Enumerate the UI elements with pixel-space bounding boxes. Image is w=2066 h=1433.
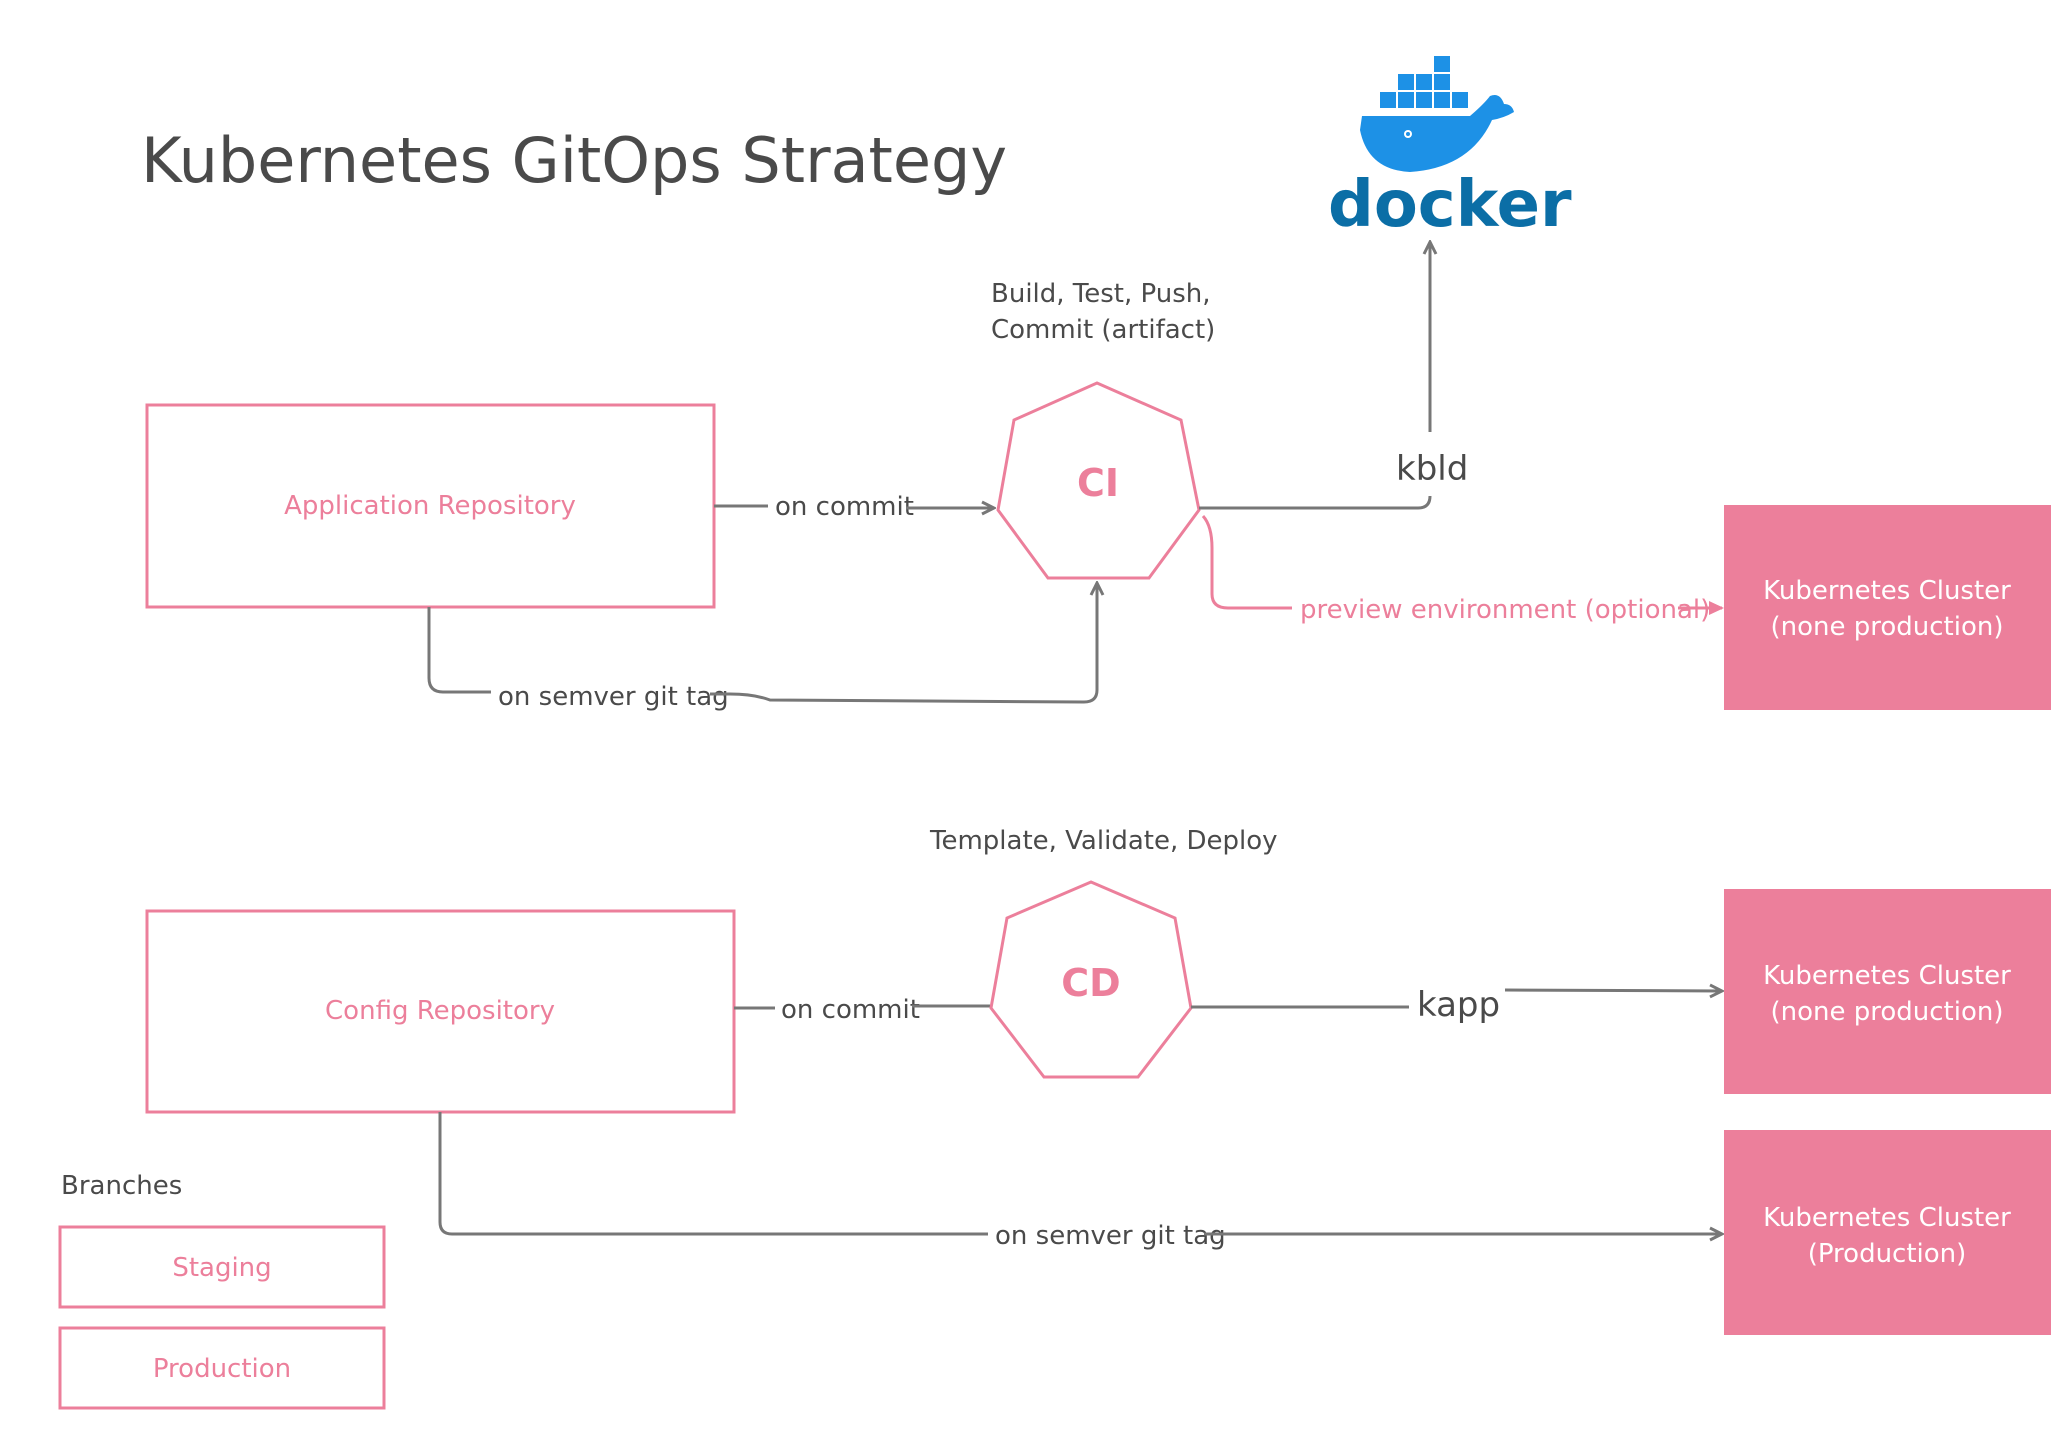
branch-production[interactable] <box>58 1326 386 1410</box>
application-repository-label: Application Repository <box>284 491 576 521</box>
branch-staging[interactable] <box>58 1225 386 1309</box>
ci-cluster-line2: (none production) <box>1770 612 2003 642</box>
ci-on-commit-label: on commit <box>775 492 914 522</box>
kbld-line <box>1199 495 1432 510</box>
cd-on-commit-label: on commit <box>781 995 920 1025</box>
ci-node-label: CI <box>1077 461 1119 505</box>
ci-note-line2: Commit (artifact) <box>991 315 1215 345</box>
kbld-label: kbld <box>1396 449 1468 489</box>
cd-cluster-production[interactable] <box>1724 1130 2051 1335</box>
config-repository-label: Config Repository <box>325 996 555 1026</box>
docker-wordmark: docker <box>1328 168 1572 242</box>
cd-node-label: CD <box>1061 961 1120 1005</box>
cd-cluster-none-production[interactable] <box>1724 889 2051 1094</box>
preview-line <box>1201 514 1292 610</box>
ci-tag-line-a <box>427 607 491 694</box>
config-repository-box[interactable] <box>145 909 736 1114</box>
ci-node[interactable] <box>996 381 1201 580</box>
preview-label: preview environment (optional) <box>1300 595 1710 625</box>
branches-heading: Branches <box>61 1171 182 1201</box>
ci-tag-arrow <box>710 583 1097 704</box>
kapp-arrow <box>1504 990 1722 991</box>
page-title: Kubernetes GitOps Strategy <box>141 124 1007 197</box>
cd-cluster-p-line2: (Production) <box>1808 1239 1967 1269</box>
docker-whale-icon <box>1360 56 1514 172</box>
branch-staging-label: Staging <box>172 1253 271 1283</box>
cd-cluster-np-line1: Kubernetes Cluster <box>1763 961 2011 991</box>
ci-cluster-none-production[interactable] <box>1724 505 2051 710</box>
branch-production-label: Production <box>153 1354 291 1384</box>
kapp-label: kapp <box>1417 985 1500 1025</box>
cd-cluster-np-line2: (none production) <box>1770 997 2003 1027</box>
ci-note-line1: Build, Test, Push, <box>991 279 1211 309</box>
cd-note: Template, Validate, Deploy <box>929 826 1278 856</box>
ci-tag-label: on semver git tag <box>498 682 729 712</box>
cd-cluster-p-line1: Kubernetes Cluster <box>1763 1203 2011 1233</box>
cd-node[interactable] <box>989 880 1193 1079</box>
cd-tag-line-a <box>438 1112 988 1236</box>
cd-tag-label: on semver git tag <box>995 1221 1226 1251</box>
ci-cluster-line1: Kubernetes Cluster <box>1763 576 2011 606</box>
docker-logo: docker <box>1328 56 1572 242</box>
